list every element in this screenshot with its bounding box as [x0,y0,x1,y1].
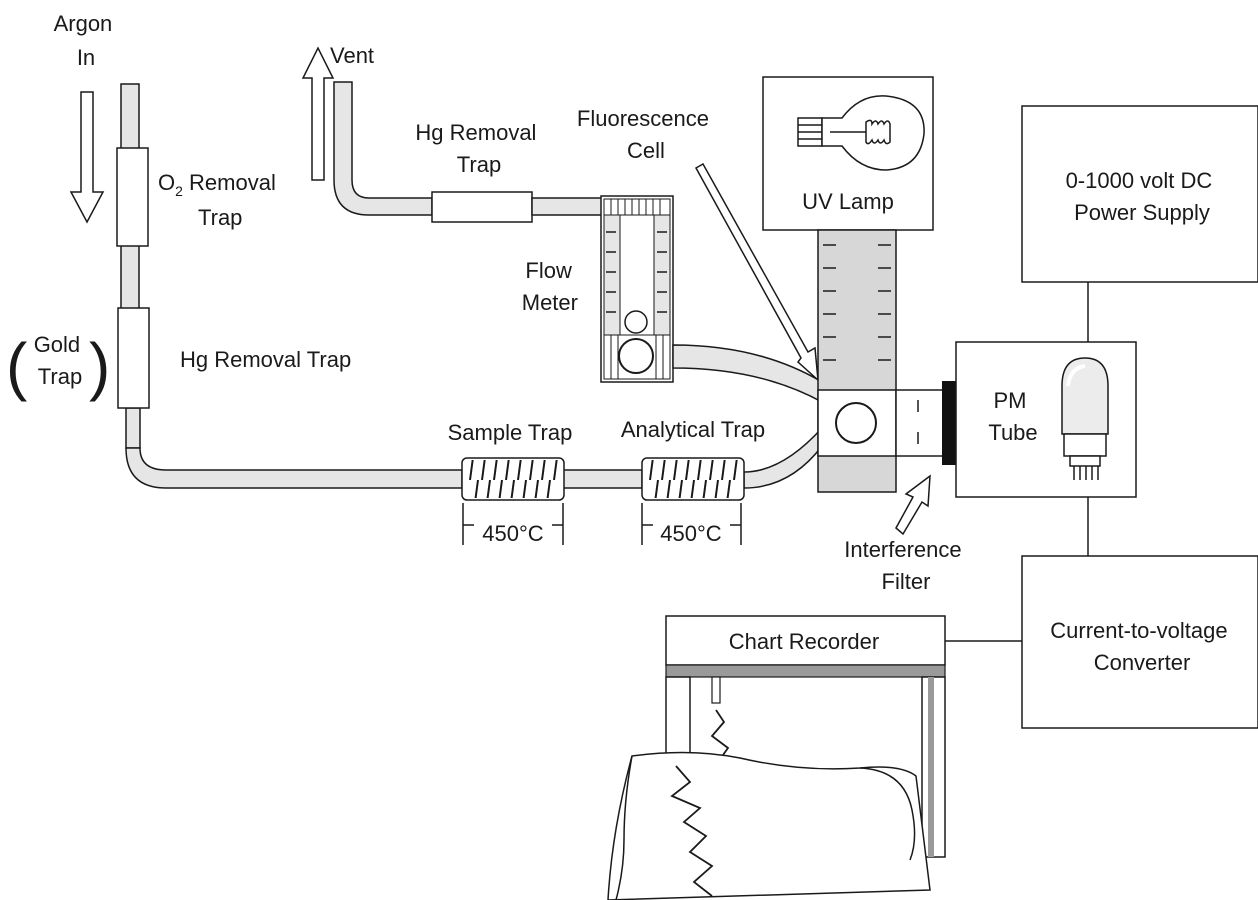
vent-label: Vent [330,43,374,68]
light-bulb-icon [797,95,925,171]
hg-removal-trap-top [431,191,533,223]
interference-filter [942,381,956,465]
sample-trap-label: Sample Trap [448,420,573,445]
pm-tube-box [955,341,1137,498]
fluorescence-cell [817,389,945,457]
photomultiplier-icon [1061,357,1109,480]
left-vertical-tube [120,83,141,449]
argon-in-arrow [69,91,105,224]
chart-recorder-label: Chart Recorder [729,629,879,654]
gold-trap-close-paren: ) [89,330,110,402]
fluorescence-cell-label: Fluorescence Cell [577,106,715,163]
uv-lamp-label: UV Lamp [802,189,894,214]
vent-tube [333,81,433,216]
power-supply-box [1021,105,1258,283]
sample-temp-label: 450°C [482,521,544,546]
bottom-tube [125,447,463,489]
tube-to-flow-meter [531,197,603,216]
hg-removal-trap-top-label: Hg Removal Trap [415,120,542,177]
analytical-trap-label: Analytical Trap [621,417,765,442]
converter-label: Current-to-voltage Converter [1050,618,1233,675]
power-supply-label: 0-1000 volt DC Power Supply [1066,168,1219,225]
hg-removal-trap-left-label: Hg Removal Trap [180,347,351,372]
fluorescence-cell-pointer [694,162,819,382]
gold-trap-open-paren: ( [6,330,27,402]
pm-tube-label: PM Tube [988,388,1037,445]
chart-paper [607,751,931,900]
converter-box [1021,555,1258,729]
sample-trap [461,457,565,501]
vent-arrow [301,46,335,181]
mid-tube [561,469,643,489]
o2-removal-trap [116,147,149,247]
o2-removal-trap-label: O2 Removal Trap [158,170,282,230]
flow-meter-label: Flow Meter [522,258,578,315]
chart-recorder [665,615,946,858]
analytical-trap [641,457,745,501]
analytical-temp-bracket [641,503,742,545]
gold-trap-label: Gold Trap [34,332,87,389]
argon-in-label: Argon In [54,11,119,70]
flow-meter [600,195,674,383]
interference-filter-pointer [895,474,931,536]
analytical-temp-label: 450°C [660,521,722,546]
sample-temp-bracket [462,503,564,545]
gold-trap [117,307,150,409]
interference-filter-label: Interference Filter [844,537,968,594]
